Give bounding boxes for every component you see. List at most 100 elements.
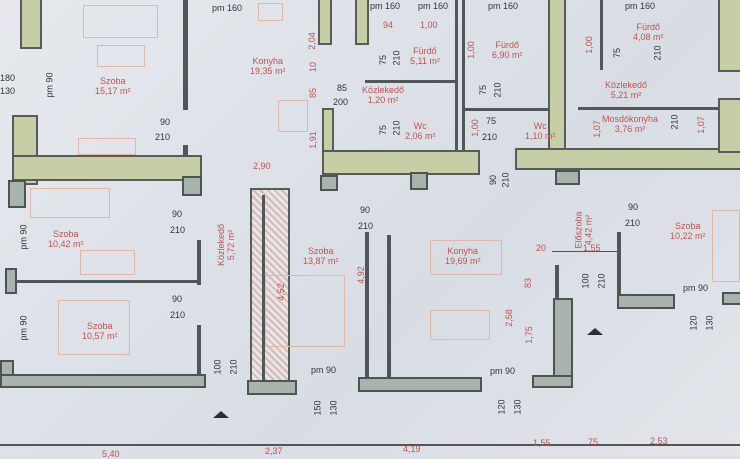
dimension: 120 [688, 315, 699, 331]
dining-table [278, 100, 308, 132]
room-name: Fürdő [636, 22, 661, 32]
dimension: 1,00 [420, 20, 438, 30]
dimension: 5,40 [102, 449, 120, 459]
cabinet [30, 188, 110, 218]
dimension: 130 [704, 315, 715, 331]
dimension: 1,07 [695, 116, 706, 134]
column [182, 176, 202, 196]
wall-line [365, 80, 455, 83]
dimension: 100 [580, 273, 591, 289]
dimension: 210 [228, 359, 239, 375]
dimension: pm 90 [18, 224, 29, 250]
dimension: 90 [160, 117, 171, 127]
dimension: pm 160 [212, 3, 243, 13]
dimension: 120 [496, 399, 507, 415]
dimension: 210 [500, 172, 511, 188]
dimension: 130 [328, 400, 339, 416]
wall [617, 294, 675, 309]
room-name: Konyha [252, 56, 284, 66]
dimension: 210 [652, 45, 663, 61]
room-area: 19,69 m² [445, 256, 481, 266]
dimension: 180 [0, 73, 16, 83]
column [8, 180, 26, 208]
wall-line [262, 195, 265, 380]
wall-line [15, 280, 200, 283]
dimension: 90 [172, 294, 183, 304]
dimension: 130 [512, 399, 523, 415]
wall-line [455, 0, 458, 150]
dimension: 90 [360, 205, 371, 215]
room-name: Fürdő [495, 40, 520, 50]
room-name: Wc [533, 121, 547, 131]
room-area: 15,17 m² [95, 86, 131, 96]
wall [355, 0, 369, 45]
room-area: 10,42 m² [48, 239, 84, 249]
room-name: Konyha [447, 246, 479, 256]
dimension: 75 [378, 124, 389, 136]
table [97, 45, 145, 67]
wall-line [578, 107, 718, 110]
room-area: 10,57 m² [82, 331, 118, 341]
column [555, 170, 580, 185]
dimension: pm 160 [418, 1, 449, 11]
room-area: 1,10 m² [525, 131, 556, 141]
column [320, 175, 338, 191]
wall-line [387, 235, 391, 380]
dimension: pm 90 [44, 72, 55, 98]
room-name: Szoba [87, 321, 113, 331]
dimension: 1,55 [583, 243, 601, 253]
dimension: 210 [170, 225, 186, 235]
dimension: 10 [308, 61, 319, 73]
dimension: 1,07 [591, 120, 602, 138]
dimension: 210 [170, 310, 186, 320]
dimension: 210 [482, 132, 498, 142]
dimension: 90 [172, 209, 183, 219]
dimension: pm 90 [18, 315, 29, 341]
room-name: Mosdókonyha [602, 114, 659, 124]
dimension: 4,92 [355, 266, 366, 284]
dimension: 83 [523, 277, 534, 289]
cabinet [78, 138, 136, 155]
room-area: 13,87 m² [303, 256, 339, 266]
room-area: 5,11 m² [410, 56, 440, 66]
dimension: 1,55 [533, 438, 551, 448]
dimension: 2,37 [265, 446, 283, 456]
entrance-arrow-icon [587, 328, 603, 335]
wall-line [183, 145, 188, 157]
dimension: 2,04 [306, 32, 317, 50]
dimension-line [552, 251, 620, 252]
wall-line [197, 240, 201, 285]
dimension: 90 [488, 174, 499, 186]
dimension: pm 90 [683, 283, 709, 293]
dimension: 75 [612, 47, 623, 59]
dimension: 94 [383, 20, 394, 30]
wall [12, 155, 202, 181]
dimension: 210 [155, 132, 171, 142]
dimension: 4,19 [403, 444, 421, 454]
dimension: 210 [358, 221, 374, 231]
dimension: pm 160 [488, 1, 519, 11]
wall [718, 0, 740, 72]
room-name: Közlekedő [216, 223, 227, 267]
room-name: Szoba [675, 221, 701, 231]
wall [515, 148, 740, 170]
dimension: 85 [308, 87, 319, 99]
dimension: 4,52 [275, 283, 286, 301]
appliance [258, 3, 283, 21]
bed [265, 275, 345, 347]
column [410, 172, 428, 190]
room-area: 5,21 m² [610, 90, 642, 100]
dimension: 20 [536, 243, 547, 253]
dimension: 1,00 [465, 41, 476, 59]
room-name: Szoba [100, 76, 126, 86]
dimension: pm 90 [490, 366, 516, 376]
